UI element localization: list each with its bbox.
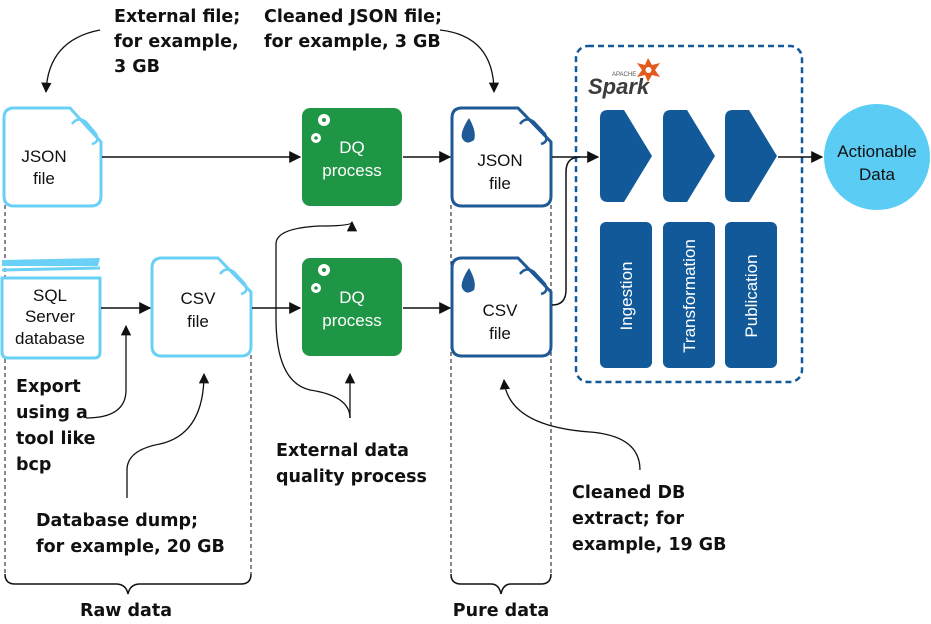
sql-label-1: SQL (33, 286, 67, 305)
svg-text:using a: using a (16, 403, 88, 423)
svg-text:Cleaned DB: Cleaned DB (572, 483, 685, 503)
sql-label-2: Server (25, 307, 75, 326)
chevron-transformation (663, 110, 715, 202)
spark-logo: APACHE Spark (588, 58, 660, 99)
pointer-cleaned-db (499, 378, 641, 471)
svg-text:for example, 3 GB: for example, 3 GB (264, 32, 441, 52)
svg-text:for example,: for example, (114, 32, 239, 52)
pointer-external-dq-top (275, 220, 358, 419)
json-raw-label-1: JSON (21, 147, 66, 166)
svg-text:Export: Export (16, 377, 81, 397)
dq-top-label-1: DQ (339, 138, 365, 157)
stage-transformation-label: Transformation (680, 239, 699, 353)
annotation-cleaned-db: Cleaned DB extract; for example, 19 GB (572, 483, 726, 555)
svg-text:External file;: External file; (114, 7, 240, 27)
dq-process-top: DQ process (302, 108, 402, 206)
svg-text:example, 19 GB: example, 19 GB (572, 535, 726, 555)
pure-data-boundary (450, 205, 552, 578)
json-pure-file: JSON file (450, 106, 553, 208)
csv-raw-label-1: CSV (181, 289, 217, 308)
pure-data-brace (450, 573, 552, 595)
actionable-label-1: Actionable (837, 142, 916, 161)
stage-ingestion: Ingestion (600, 222, 652, 368)
csv-raw-file: CSV file (150, 256, 253, 358)
svg-text:for example, 20 GB: for example, 20 GB (36, 537, 225, 557)
raw-data-label: Raw data (80, 601, 172, 621)
csv-pure-label-2: file (489, 324, 511, 343)
droplet-icon (461, 268, 475, 293)
annotation-db-dump: Database dump; for example, 20 GB (36, 511, 225, 557)
pointer-export-tool (85, 324, 132, 419)
dq-bottom-label-1: DQ (339, 288, 365, 307)
annotation-external-dq: External data quality process (276, 441, 427, 487)
spark-chevrons (600, 110, 777, 202)
csv-pure-file: CSV file (450, 256, 553, 358)
annotation-export-tool: Export using a tool like bcp (16, 377, 96, 475)
csv-raw-label-2: file (187, 312, 209, 331)
flow-arrows (101, 151, 824, 314)
chevron-ingestion (600, 110, 652, 202)
annotation-external-file: External file; for example, 3 GB (114, 7, 240, 77)
json-raw-file: JSON file (2, 106, 103, 208)
sql-label-3: database (15, 329, 85, 348)
actionable-data: Actionable Data (824, 104, 930, 210)
svg-text:extract; for: extract; for (572, 509, 684, 529)
raw-data-boundary (4, 205, 252, 578)
svg-text:quality process: quality process (276, 467, 427, 487)
stage-transformation: Transformation (663, 222, 715, 368)
chevron-publication (725, 110, 777, 202)
pure-data-label: Pure data (453, 601, 549, 621)
droplet-icon (461, 118, 475, 143)
svg-text:bcp: bcp (16, 455, 51, 475)
json-pure-label-1: JSON (477, 151, 522, 170)
pointer-db-dump (126, 372, 210, 498)
stage-publication-label: Publication (742, 254, 761, 337)
json-pure-label-2: file (489, 174, 511, 193)
stage-ingestion-label: Ingestion (617, 262, 636, 331)
svg-text:Database dump;: Database dump; (36, 511, 198, 531)
spark-container (574, 44, 804, 384)
json-raw-label-2: file (33, 169, 55, 188)
dq-process-bottom: DQ process (302, 258, 402, 356)
annotation-cleaned-json: Cleaned JSON file; for example, 3 GB (264, 7, 442, 52)
actionable-label-2: Data (859, 165, 895, 184)
dq-top-label-2: process (322, 161, 382, 180)
pointer-cleaned-json (439, 29, 500, 94)
pointer-external-file (41, 29, 101, 94)
spark-logo-text: Spark (588, 74, 651, 99)
arrow-csv-to-spark (551, 156, 581, 306)
csv-pure-label-1: CSV (483, 301, 519, 320)
svg-text:Cleaned JSON file;: Cleaned JSON file; (264, 7, 442, 27)
dq-bottom-label-2: process (322, 311, 382, 330)
sql-server-database: SQL Server database (0, 258, 102, 360)
gears-icon (311, 114, 330, 143)
spark-logo-apache: APACHE (612, 72, 636, 78)
annotation-pointers (41, 29, 641, 498)
stage-publication: Publication (725, 222, 777, 368)
raw-data-brace (4, 573, 252, 595)
svg-text:External data: External data (276, 441, 409, 461)
svg-text:tool like: tool like (16, 429, 96, 449)
gears-icon (311, 264, 330, 293)
svg-text:3 GB: 3 GB (114, 57, 160, 77)
